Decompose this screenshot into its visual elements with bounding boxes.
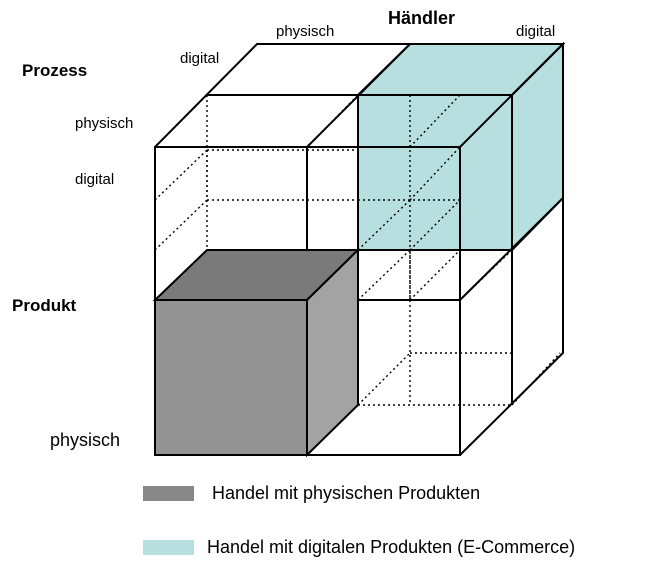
physical-commerce-cube [152,247,361,458]
legend-swatch-physical [143,486,194,501]
legend-label-digital: Handel mit digitalen Produkten (E-Commer… [207,537,575,557]
prozess-value-digital: digital [75,171,114,188]
axis-title-haendler: Händler [388,8,455,28]
legend: Handel mit physischen Produkten Handel m… [143,483,575,557]
axis-title-produkt: Produkt [12,296,77,315]
legend-swatch-digital [143,540,194,555]
legend-item-physical: Handel mit physischen Produkten [143,483,480,503]
axis-title-prozess: Prozess [22,61,87,80]
haendler-value-digital: digital [516,23,555,40]
axis-labels: Prozess physisch digital Händler physisc… [12,8,555,450]
legend-item-digital: Handel mit digitalen Produkten (E-Commer… [143,537,575,557]
physical-cube-front [154,299,308,456]
haendler-value-physisch: physisch [276,23,334,40]
legend-label-physical: Handel mit physischen Produkten [212,483,480,503]
produkt-value-digital: digital [180,50,219,67]
prozess-value-physisch: physisch [75,115,133,132]
produkt-value-physisch: physisch [50,430,120,450]
